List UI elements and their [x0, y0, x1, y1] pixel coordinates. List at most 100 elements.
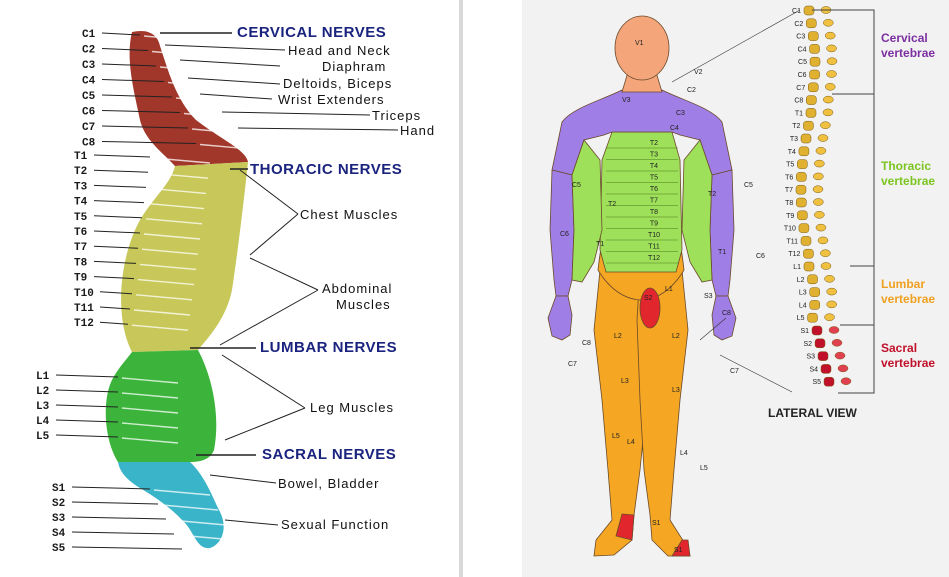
vertebra-l5	[808, 313, 818, 322]
label-muscles: Muscles	[336, 297, 391, 312]
band-label-t4: T4	[650, 163, 658, 170]
head	[615, 16, 669, 80]
cervical-nerves-title: CERVICAL NERVES	[237, 24, 386, 41]
spinous-process	[827, 58, 837, 65]
spinous-process	[820, 250, 830, 257]
vertebra-t3	[801, 134, 811, 143]
spine-label-t2: T2	[792, 123, 800, 130]
label-t2-left: T2	[608, 201, 616, 208]
spinal-nerves-diagram: C1C2C3C4C5C6C7C8T1T2T3T4T5T6T7T8T9T10T11…	[0, 0, 463, 577]
band-label-t8: T8	[650, 209, 658, 216]
vertebra-separator	[160, 67, 216, 72]
spine-label-t1: T1	[795, 110, 803, 117]
level-label-c3: C3	[82, 60, 96, 72]
spine-label-t7: T7	[785, 187, 793, 194]
band-label-t5: T5	[650, 175, 658, 182]
region-sublabel: vertebrae	[881, 46, 935, 60]
level-line-t3	[94, 185, 146, 187]
spinous-process	[825, 83, 835, 90]
spinous-process	[827, 71, 837, 78]
body-figure	[548, 16, 736, 556]
level-label-c1: C1	[82, 29, 96, 41]
label-c2: C2	[687, 87, 696, 94]
level-label-t12: T12	[74, 318, 94, 330]
region-labels: CervicalvertebraeThoracicvertebraeLumbar…	[881, 31, 935, 370]
spinous-process	[818, 135, 828, 142]
level-label-l3: L3	[36, 401, 50, 413]
vertebra-l2	[808, 275, 818, 284]
vertebra-c2	[806, 19, 816, 28]
label-l2-left: L2	[614, 333, 622, 340]
level-line-l1	[56, 375, 118, 377]
spinous-process	[823, 19, 833, 26]
label-c6-right: C6	[756, 253, 765, 260]
level-line-s1	[72, 487, 150, 489]
spine-label-c6: C6	[798, 72, 807, 79]
spinal-nerves-panel: C1C2C3C4C5C6C7C8T1T2T3T4T5T6T7T8T9T10T11…	[0, 0, 463, 577]
spinous-process	[813, 199, 823, 206]
spine-label-l1: L1	[793, 264, 801, 271]
spinous-process	[832, 339, 842, 346]
spine-label-t12: T12	[788, 251, 800, 258]
spine-label-c2: C2	[794, 21, 803, 28]
region-label-cervical: Cervical	[881, 31, 928, 45]
spinous-process	[829, 327, 839, 334]
vertebra-s4	[821, 364, 831, 373]
level-label-l2: L2	[36, 386, 49, 398]
spinous-process	[818, 237, 828, 244]
level-label-c8: C8	[82, 138, 96, 150]
level-label-s1: S1	[52, 483, 66, 495]
vertebra-t12	[803, 249, 813, 258]
spine-label-s5: S5	[812, 379, 821, 386]
spine-label-t6: T6	[785, 174, 793, 181]
spine-label-t9: T9	[786, 213, 794, 220]
spine-label-l3: L3	[799, 290, 807, 297]
level-line-t4	[94, 201, 144, 203]
level-label-t7: T7	[74, 242, 87, 254]
spine-label-c4: C4	[798, 46, 807, 53]
label-c3: C3	[676, 110, 685, 117]
left-hand	[548, 296, 572, 340]
label-c6-left: C6	[560, 231, 569, 238]
label-l5-left: L5	[612, 433, 620, 440]
label-v3: V3	[622, 97, 631, 104]
spinous-process	[823, 96, 833, 103]
lumbar-spine-section	[106, 350, 217, 462]
level-label-t10: T10	[74, 288, 94, 300]
label-s2: S2	[644, 295, 653, 302]
vertebra-l4	[810, 300, 820, 309]
label-bowel-bladder: Bowel, Bladder	[278, 476, 379, 491]
label-l4-right: L4	[680, 450, 688, 457]
spine-label-c7: C7	[796, 85, 805, 92]
spine-label-c1: C1	[792, 8, 801, 15]
spine-label-s3: S3	[806, 354, 815, 361]
spinous-process	[814, 160, 824, 167]
dermatome-diagram: T2T3T4T5T6T7T8T9T10T11T12 V1 V2 V3 C2 C3…	[522, 0, 949, 577]
band-label-t9: T9	[650, 221, 658, 228]
level-label-s4: S4	[52, 528, 66, 540]
label-deltoids-biceps: Deltoids, Biceps	[283, 76, 392, 91]
left-arm-inner	[572, 140, 602, 282]
region-sublabel: vertebrae	[881, 174, 935, 188]
spinous-process	[823, 109, 833, 116]
level-label-t1: T1	[74, 151, 88, 163]
vertebra-l1	[804, 262, 814, 271]
label-t1-right: T1	[718, 249, 726, 256]
spinous-process	[820, 122, 830, 129]
label-l3-left: L3	[621, 378, 629, 385]
spinous-process	[825, 32, 835, 39]
level-label-c5: C5	[82, 91, 96, 103]
level-line-s4	[72, 532, 174, 534]
lateral-view-label: LATERAL VIEW	[768, 406, 858, 420]
label-c7-right: C7	[730, 368, 739, 375]
spine-label-l4: L4	[799, 302, 807, 309]
spine-label-t11: T11	[786, 238, 798, 245]
vertebra-t5	[797, 160, 807, 169]
spinous-process	[838, 365, 848, 372]
level-line-s5	[72, 547, 182, 549]
band-label-t11: T11	[648, 244, 660, 251]
region-sublabel: vertebrae	[881, 356, 935, 370]
level-label-s2: S2	[52, 498, 65, 510]
region-sublabel: vertebrae	[881, 292, 935, 306]
